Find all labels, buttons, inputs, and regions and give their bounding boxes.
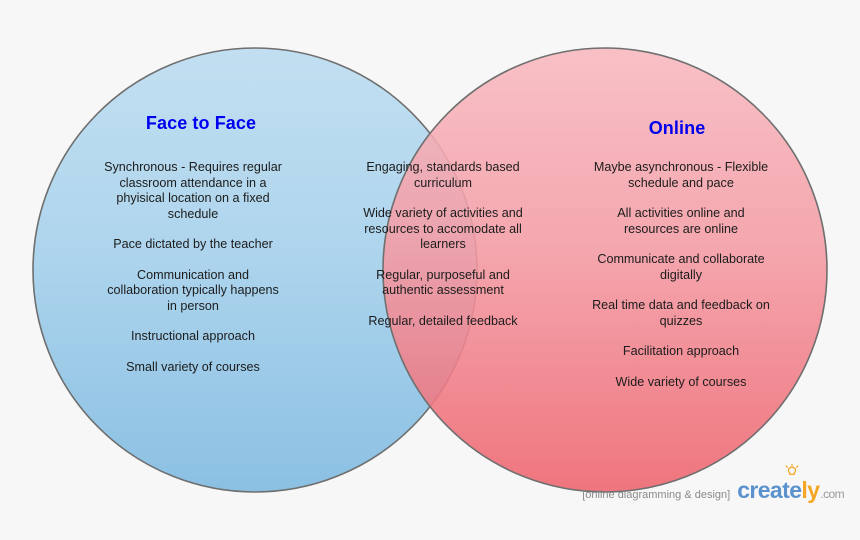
creately-watermark: [online diagramming & design] creately.c… [582,464,845,504]
brand-text-ly: ly [801,477,820,503]
creately-logo: creately.com [737,464,845,504]
brand-text-creat: creat [737,477,790,503]
watermark-tagline: [online diagramming & design] [582,489,731,501]
brand-text-e: e [789,477,802,503]
brand-text-tld: .com [820,487,844,501]
right-circle-online [382,47,828,493]
lightbulb-icon [785,464,798,475]
